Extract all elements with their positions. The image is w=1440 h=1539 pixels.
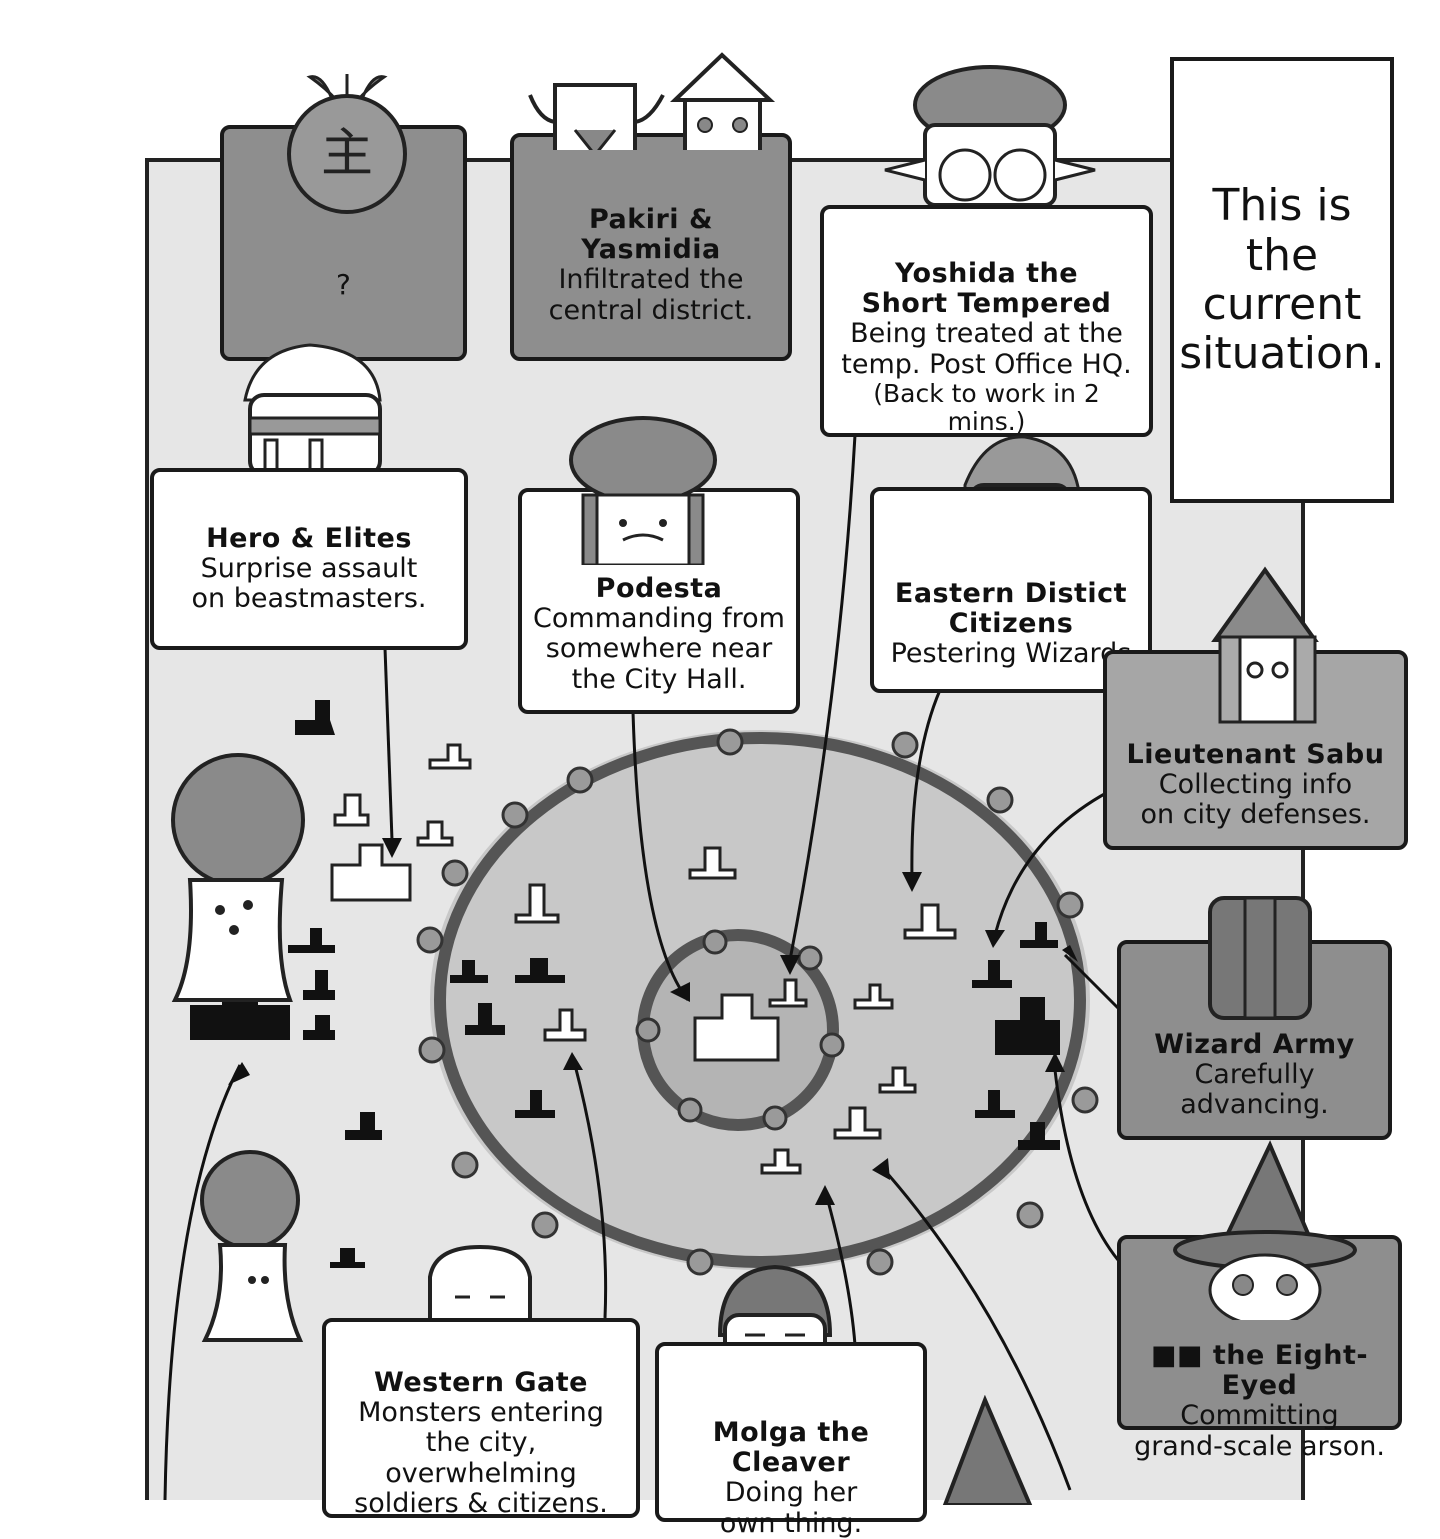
narration-box: This is the current situation.: [1170, 57, 1394, 503]
wizard-name: Wizard Army: [1154, 1029, 1355, 1060]
pakiri-name-line2: Yasmidia: [581, 234, 721, 266]
sabu-name: Lieutenant Sabu: [1126, 739, 1385, 770]
city-hall-building-icon: [693, 993, 780, 1062]
hero-elites-card: Hero & Elites Surprise assault on beastm…: [150, 468, 468, 650]
sabu-desc-line1: Collecting info: [1158, 769, 1353, 801]
western-desc-line1: Monsters entering: [358, 1397, 604, 1429]
yoshida-name-line2: Short Tempered: [861, 288, 1112, 320]
wizard-desc-line2: advancing.: [1180, 1089, 1329, 1121]
eastern-name-line1: Eastern Distict: [894, 578, 1128, 609]
hero-desc-line1: Surprise assault: [200, 553, 418, 585]
eighteyed-desc-line2: grand-scale arson.: [1134, 1430, 1385, 1462]
tree-monster-icon: [200, 1150, 304, 1342]
eastern-desc: Pestering Wizards: [890, 638, 1132, 670]
unknown-question-mark: ?: [336, 268, 351, 301]
white-building-icons: [330, 743, 957, 1175]
city-map: [163, 434, 1122, 1500]
podesta-desc-line2: somewhere near: [545, 633, 773, 665]
pakiri-yasmidia-heads-icon: [528, 52, 776, 150]
pakiri-desc-line1: Infiltrated the: [558, 264, 744, 296]
yoshida-name-line1: Yoshida the: [894, 258, 1079, 289]
pakiri-yasmidia-card: Pakiri & Yasmidia Infiltrated the centra…: [510, 133, 792, 361]
yoshida-portrait-icon: [884, 65, 1096, 205]
outer-city-wall: [434, 732, 1086, 1268]
small-wizard-hat-icon: [942, 1395, 1033, 1505]
podesta-desc-line3: the City Hall.: [571, 663, 747, 695]
hero-desc-line2: on beastmasters.: [191, 583, 427, 615]
eight-eyed-portrait-icon: [1173, 1140, 1357, 1320]
hero-portrait-icon: [243, 343, 382, 470]
molga-name: Molga the Cleaver: [712, 1417, 870, 1479]
eighteyed-desc-line1: Committing: [1180, 1400, 1339, 1432]
eighteyed-name: ■■ the Eight-Eyed: [1150, 1340, 1369, 1402]
western-desc-line2: the city, overwhelming: [385, 1427, 577, 1489]
narration-text: This is the current situation.: [1179, 180, 1385, 380]
arrows: [163, 434, 1122, 1500]
sabu-portrait-icon: [1211, 566, 1319, 724]
yoshida-desc-line1: Being treated at the: [850, 318, 1123, 350]
king-kanji-orange-icon: 主: [287, 74, 407, 214]
molga-card: Molga the Cleaver Doing her own thing.: [655, 1342, 927, 1538]
tree-monster-icon: [171, 753, 305, 1002]
svg-text:主: 主: [321, 124, 373, 184]
yoshida-desc-line2: temp. Post Office HQ.: [841, 348, 1132, 380]
molga-desc-line1: Doing her: [724, 1477, 858, 1509]
pakiri-name-line1: Pakiri &: [588, 204, 713, 235]
eastern-citizens-card: Eastern Distict Citizens Pestering Wizar…: [870, 487, 1152, 693]
black-building-icons: [190, 700, 1060, 1268]
inner-wall-towers: [635, 929, 845, 1131]
western-name: Western Gate: [374, 1367, 588, 1398]
sabu-desc-line2: on city defenses.: [1140, 799, 1371, 831]
eastern-name-line2: Citizens: [948, 608, 1074, 640]
podesta-desc-line1: Commanding from: [533, 603, 785, 635]
yoshida-card: Yoshida the Short Tempered Being treated…: [820, 205, 1153, 437]
podesta-name: Podesta: [595, 573, 723, 604]
podesta-card: Podesta Commanding from somewhere near t…: [518, 488, 800, 714]
pakiri-desc-line2: central district.: [548, 294, 754, 326]
wizard-helmet-icon: [1208, 896, 1312, 1020]
arrowheads: [228, 838, 1078, 1205]
hero-name: Hero & Elites: [206, 523, 412, 554]
western-gate-card: Western Gate Monsters entering the city,…: [322, 1318, 640, 1519]
outer-wall-towers: [416, 728, 1099, 1276]
yoshida-desc-line3: (Back to work in 2 mins.): [873, 378, 1100, 436]
wizard-desc-line1: Carefully: [1194, 1059, 1315, 1091]
molga-desc-line2: own thing.: [719, 1507, 863, 1539]
western-desc-line3: soldiers & citizens.: [354, 1487, 608, 1519]
unknown-character-card: 主 ?: [220, 74, 467, 361]
podesta-portrait-icon: [569, 416, 717, 565]
